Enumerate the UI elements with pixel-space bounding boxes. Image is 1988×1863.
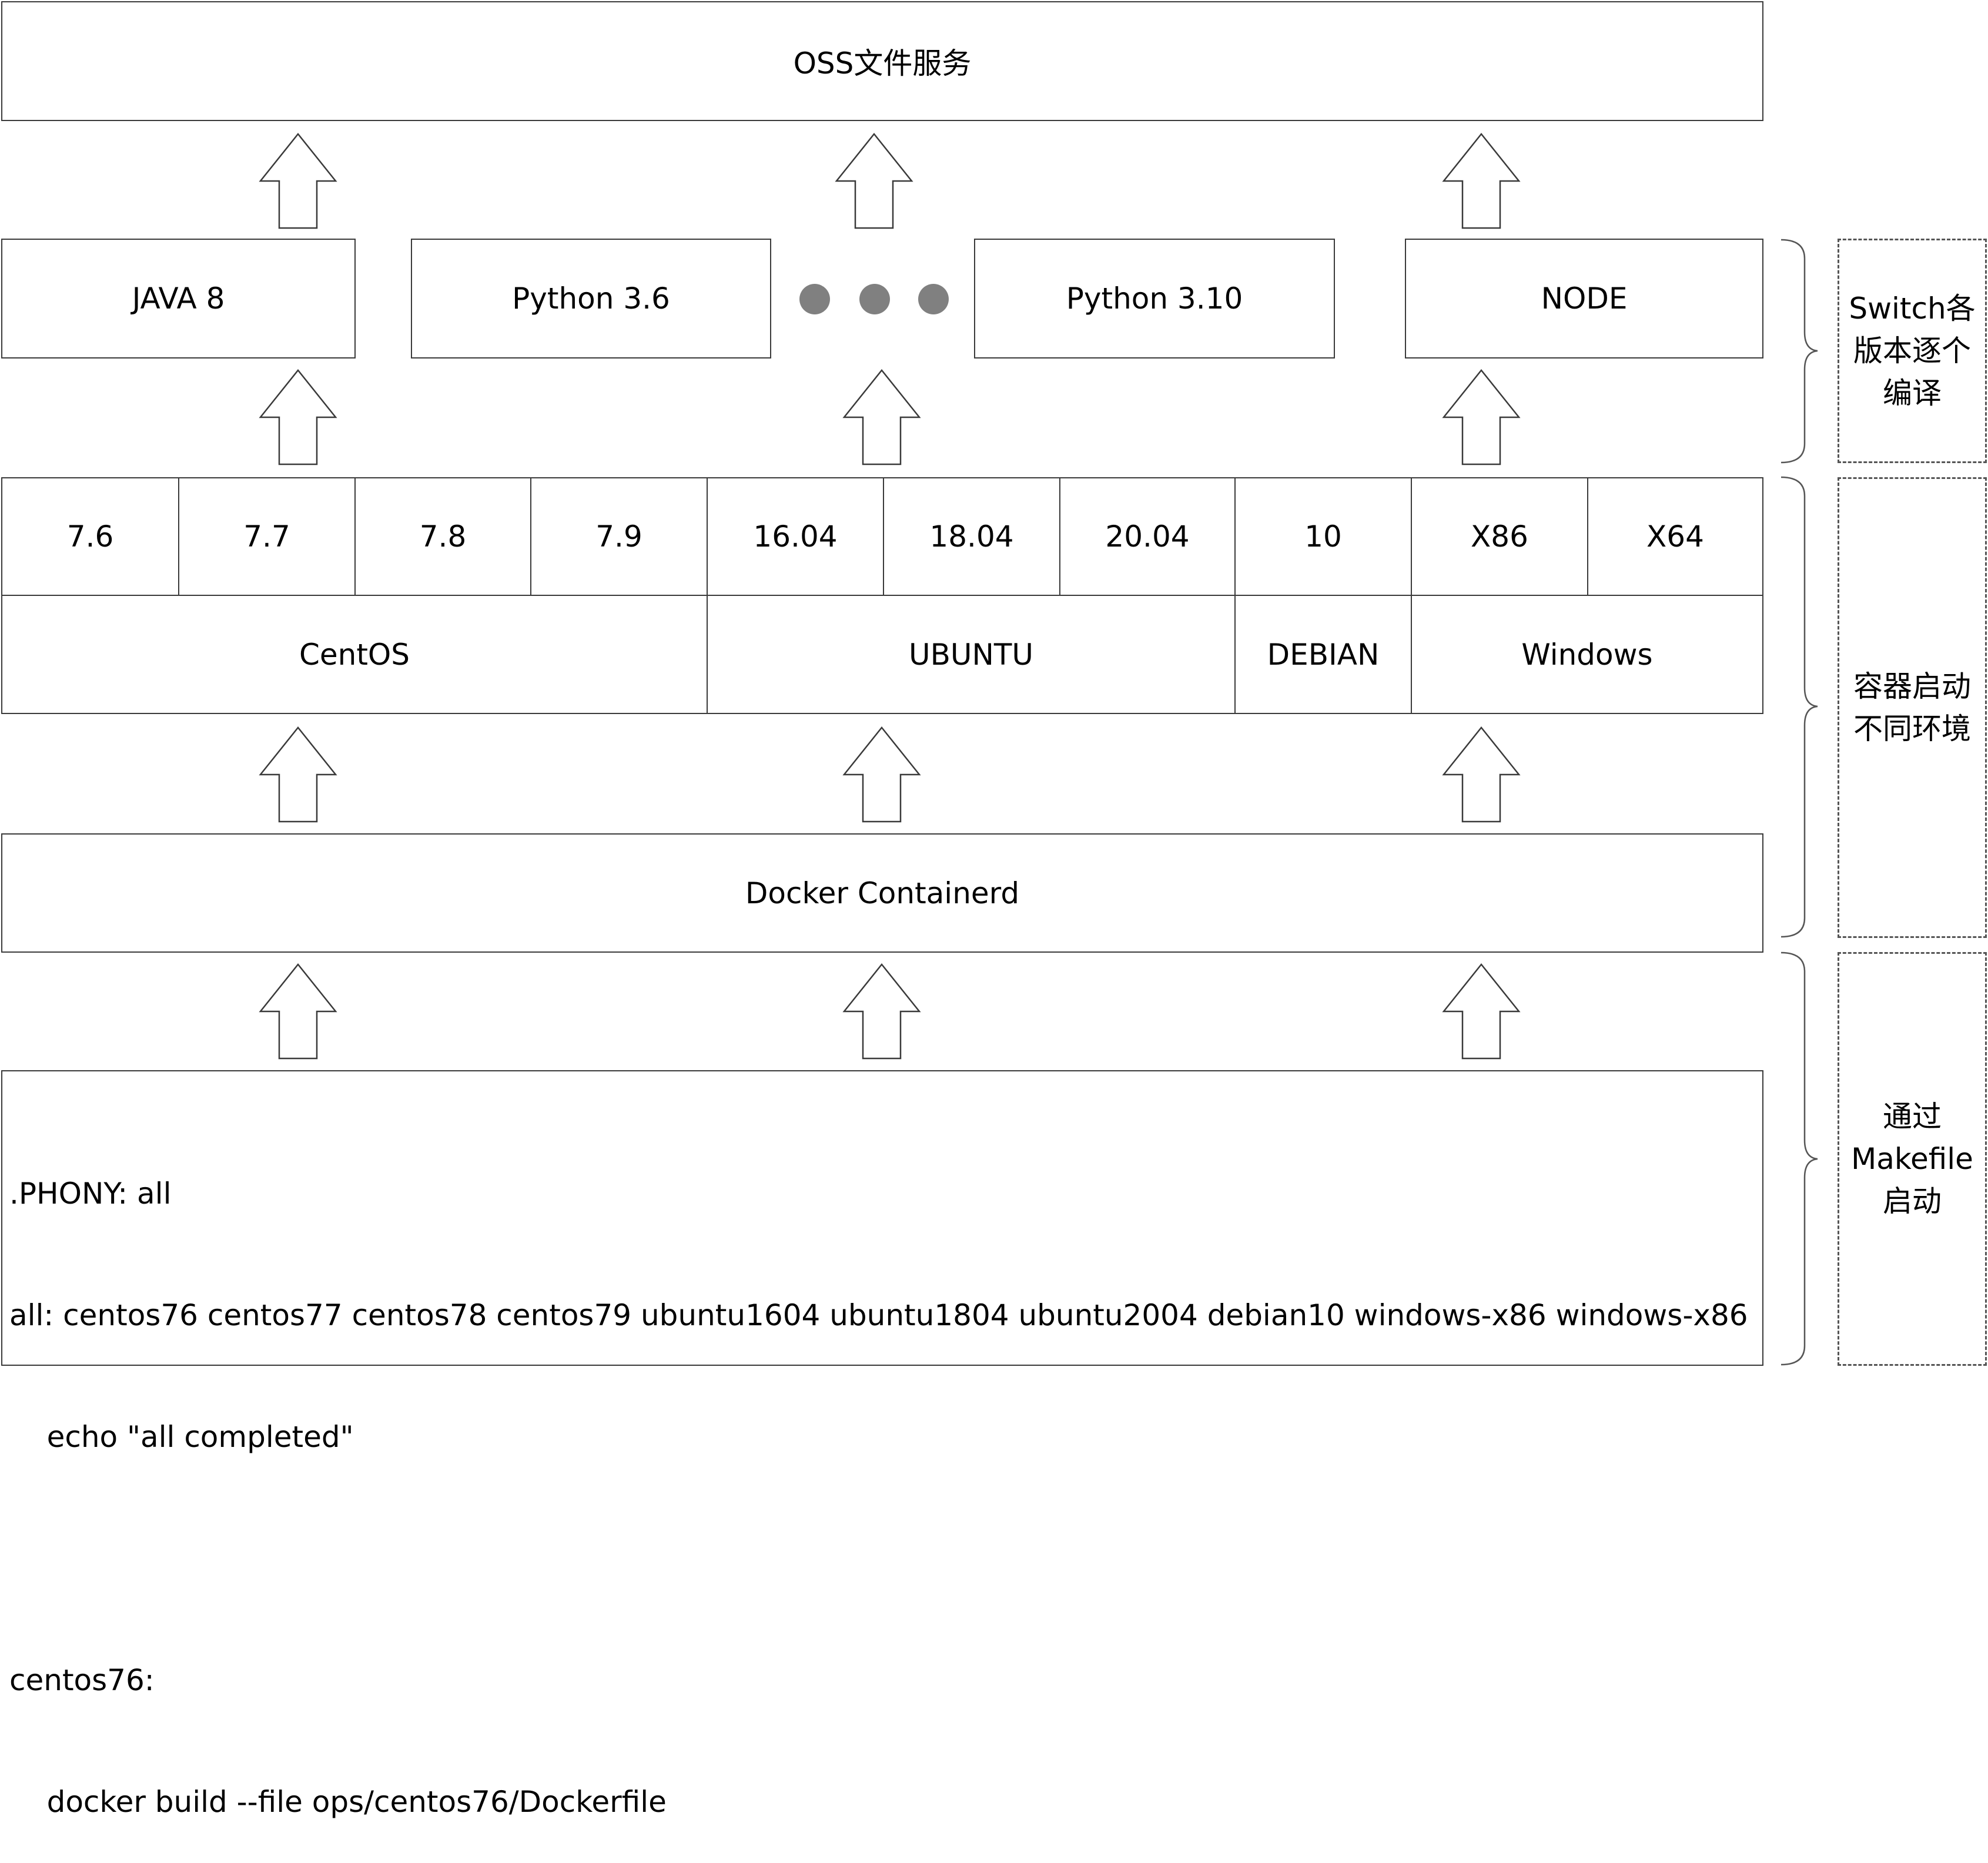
python-3-6-box: Python 3.6 xyxy=(411,239,771,358)
code-line: echo "all completed" xyxy=(9,1420,354,1454)
code-line: centos76: xyxy=(9,1663,155,1697)
annotation-makefile-start: 通过 Makefile 启动 xyxy=(1838,952,1987,1366)
python-3-10-label: Python 3.10 xyxy=(1066,282,1243,316)
os-row: CentOS UBUNTU DEBIAN Windows xyxy=(1,595,1763,714)
code-line: .PHONY: all xyxy=(9,1177,172,1211)
node-box: NODE xyxy=(1405,239,1763,358)
version-cell: 7.8 xyxy=(356,478,531,595)
up-arrow-icon xyxy=(1443,726,1520,823)
oss-file-service-box: OSS文件服务 xyxy=(1,1,1763,121)
version-row: 7.6 7.7 7.8 7.9 16.04 18.04 20.04 10 X86… xyxy=(1,477,1763,596)
os-windows: Windows xyxy=(1521,637,1653,672)
code-line: all: centos76 centos77 centos78 centos79… xyxy=(9,1298,1748,1332)
version-cell: 18.04 xyxy=(884,478,1060,595)
version-cell: 7.6 xyxy=(2,478,179,595)
up-arrow-icon xyxy=(1443,963,1520,1060)
ellipsis-dot-3 xyxy=(918,284,949,314)
up-arrow-icon xyxy=(1443,133,1520,229)
brace-switch-icon xyxy=(1781,239,1818,464)
version-cell: 7.7 xyxy=(179,478,356,595)
ellipsis-dot-2 xyxy=(859,284,890,314)
up-arrow-icon xyxy=(259,726,337,823)
version-cell: 7.9 xyxy=(531,478,708,595)
version-cell: 10 xyxy=(1236,478,1412,595)
version-cell: 16.04 xyxy=(708,478,884,595)
brace-makefile-icon xyxy=(1781,951,1818,1366)
java-8-label: JAVA 8 xyxy=(132,282,225,316)
annotation-container-env: 容器启动 不同环境 xyxy=(1838,477,1987,938)
up-arrow-icon xyxy=(259,133,337,229)
brace-container-icon xyxy=(1781,476,1818,938)
version-cell: X86 xyxy=(1412,478,1588,595)
os-debian: DEBIAN xyxy=(1236,596,1412,713)
diagram-connectors xyxy=(259,133,1818,1366)
oss-file-service-label: OSS文件服务 xyxy=(793,46,972,81)
os-centos: CentOS xyxy=(2,596,708,713)
makefile-code-box: .PHONY: all all: centos76 centos77 cento… xyxy=(1,1070,1763,1819)
annotation-switch-versions: Switch各 版本逐个 编译 xyxy=(1838,239,1987,463)
code-line: docker build --file ops/centos76/Dockerf… xyxy=(9,1785,667,1819)
docker-containerd-box: Docker Containerd xyxy=(1,833,1763,953)
up-arrow-icon xyxy=(835,133,913,229)
up-arrow-icon xyxy=(843,726,921,823)
python-3-6-label: Python 3.6 xyxy=(512,282,670,316)
version-cell: 20.04 xyxy=(1060,478,1236,595)
code-line xyxy=(9,1539,1762,1579)
python-3-10-box: Python 3.10 xyxy=(974,239,1335,358)
java-8-box: JAVA 8 xyxy=(1,239,356,358)
up-arrow-icon xyxy=(843,963,921,1060)
os-ubuntu: UBUNTU xyxy=(708,596,1236,713)
up-arrow-icon xyxy=(259,369,337,465)
up-arrow-icon xyxy=(843,369,921,465)
version-cell: X64 xyxy=(1646,520,1704,554)
up-arrow-icon xyxy=(1443,369,1520,465)
ellipsis-dot-1 xyxy=(799,284,830,314)
up-arrow-icon xyxy=(259,963,337,1060)
docker-containerd-label: Docker Containerd xyxy=(745,876,1020,910)
node-label: NODE xyxy=(1541,282,1628,316)
